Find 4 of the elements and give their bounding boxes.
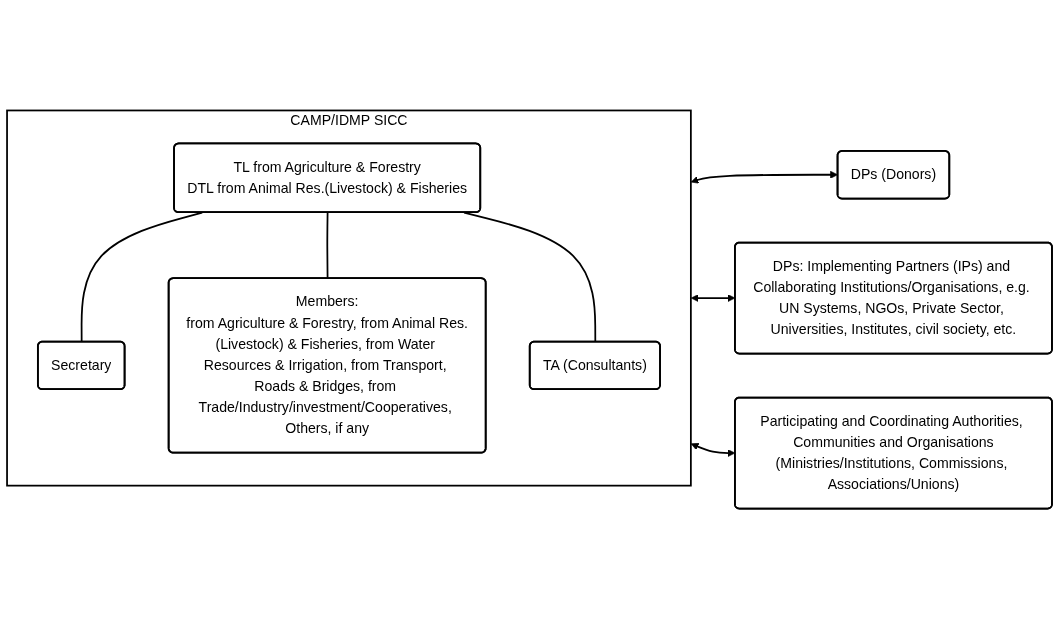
arrow	[690, 170, 838, 184]
connector	[463, 211, 597, 343]
connector	[326, 211, 329, 280]
connector	[80, 211, 204, 343]
